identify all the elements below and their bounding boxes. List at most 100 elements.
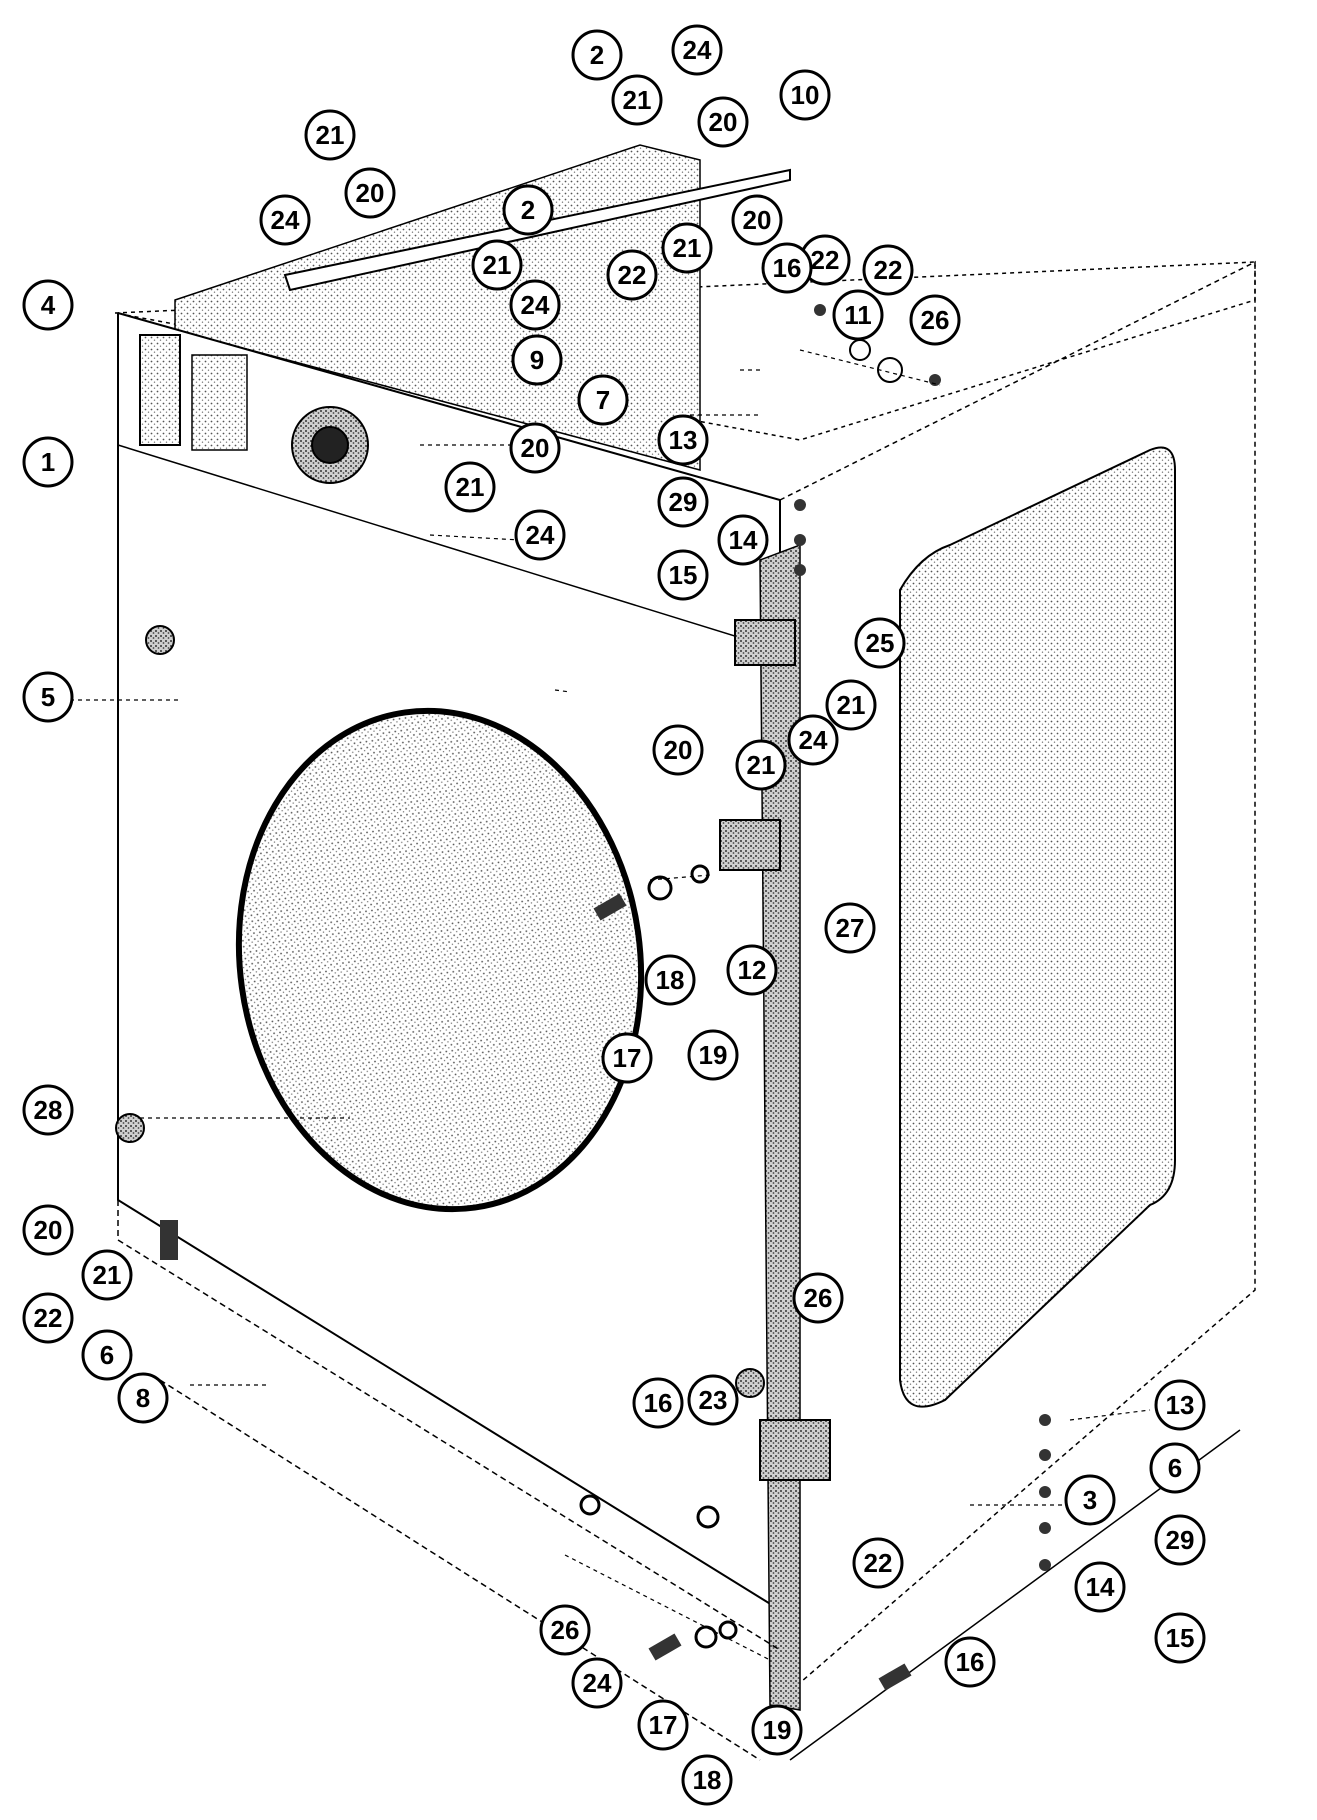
callout-circle: [824, 902, 876, 954]
callout-20: 20: [344, 167, 396, 219]
callout-circle: [735, 739, 787, 791]
callout-label: 9: [530, 345, 544, 375]
callout-label: 20: [34, 1215, 63, 1245]
callout-label: 24: [683, 35, 712, 65]
callout-circle: [787, 714, 839, 766]
callout-circle: [652, 724, 704, 776]
callout-24: 24: [259, 194, 311, 246]
callout-circle: [1074, 1561, 1126, 1613]
callout-label: 13: [669, 425, 698, 455]
callout-label: 19: [699, 1040, 728, 1070]
callout-circle: [539, 1604, 591, 1656]
callout-6: 6: [81, 1329, 133, 1381]
washer-cabinet-drawing: [70, 144, 1256, 1761]
callout-27: 27: [824, 902, 876, 954]
callout-20: 20: [22, 1204, 74, 1256]
callout-21: 21: [444, 461, 496, 513]
callout-circle: [601, 1032, 653, 1084]
callout-circle: [832, 289, 884, 341]
callout-circle: [22, 671, 74, 723]
callout-circle: [304, 109, 356, 161]
callout-label: 6: [1168, 1453, 1182, 1483]
callout-label: 8: [136, 1383, 150, 1413]
callout-21: 21: [661, 222, 713, 274]
callout-label: 24: [799, 725, 828, 755]
callout-circle: [657, 549, 709, 601]
callout-15: 15: [1154, 1612, 1206, 1664]
callout-circle: [22, 1204, 74, 1256]
callout-circle: [22, 279, 74, 331]
callout-circle: [1149, 1442, 1201, 1494]
callout-label: 26: [804, 1283, 833, 1313]
callout-17: 17: [601, 1032, 653, 1084]
callout-25: 25: [854, 617, 906, 669]
callout-label: 10: [791, 80, 820, 110]
callout-label: 17: [613, 1043, 642, 1073]
callout-26: 26: [539, 1604, 591, 1656]
callout-28: 28: [22, 1084, 74, 1136]
callout-label: 21: [673, 233, 702, 263]
callout-29: 29: [657, 476, 709, 528]
callout-18: 18: [644, 954, 696, 1006]
callout-circle: [779, 69, 831, 121]
callout-circle: [611, 74, 663, 126]
callout-label: 20: [664, 735, 693, 765]
callout-label: 14: [1086, 1572, 1115, 1602]
callout-label: 22: [34, 1303, 63, 1333]
callout-label: 21: [837, 690, 866, 720]
callout-22: 22: [606, 249, 658, 301]
callout-21: 21: [81, 1249, 133, 1301]
callout-circle: [687, 1029, 739, 1081]
callout-circle: [571, 29, 623, 81]
callout-16: 16: [632, 1377, 684, 1429]
callout-label: 6: [100, 1340, 114, 1370]
callout-circle: [717, 514, 769, 566]
callout-label: 27: [836, 913, 865, 943]
callout-circle: [637, 1699, 689, 1751]
callout-label: 21: [747, 750, 776, 780]
callout-16: 16: [761, 242, 813, 294]
callout-13: 13: [657, 414, 709, 466]
callout-22: 22: [852, 1537, 904, 1589]
callout-19: 19: [751, 1704, 803, 1756]
door-porthole: [235, 707, 645, 1213]
callout-2: 2: [502, 184, 554, 236]
callout-label: 21: [316, 120, 345, 150]
callout-label: 16: [956, 1647, 985, 1677]
callout-label: 3: [1083, 1485, 1097, 1515]
callout-label: 21: [483, 250, 512, 280]
callout-circle: [751, 1704, 803, 1756]
callout-label: 21: [623, 85, 652, 115]
callout-circle: [1154, 1612, 1206, 1664]
callout-circle: [687, 1374, 739, 1426]
callout-6: 6: [1149, 1442, 1201, 1494]
kick-plate: [117, 1200, 781, 1651]
callout-circle: [644, 954, 696, 1006]
callout-circle: [502, 184, 554, 236]
callout-label: 18: [693, 1765, 722, 1795]
callout-label: 26: [551, 1615, 580, 1645]
callout-label: 13: [1166, 1390, 1195, 1420]
callout-label: 16: [644, 1388, 673, 1418]
callout-5: 5: [22, 671, 74, 723]
callout-label: 11: [844, 300, 872, 330]
side-panel: [779, 260, 1256, 1701]
hinge-bracket: [719, 619, 831, 1481]
callout-label: 29: [1166, 1525, 1195, 1555]
callout-circle: [852, 1537, 904, 1589]
hardware-parts: [115, 304, 1051, 1691]
callout-23: 23: [687, 1374, 739, 1426]
callout-label: 22: [874, 255, 903, 285]
callout-circle: [606, 249, 658, 301]
callout-circle: [862, 244, 914, 296]
callout-label: 12: [738, 955, 767, 985]
callout-1: 1: [22, 436, 74, 488]
callout-2: 2: [571, 29, 623, 81]
callout-3: 3: [1064, 1474, 1116, 1526]
callout-22: 22: [22, 1292, 74, 1344]
callout-label: 7: [596, 385, 610, 415]
callout-label: 20: [743, 205, 772, 235]
callout-circle: [657, 414, 709, 466]
